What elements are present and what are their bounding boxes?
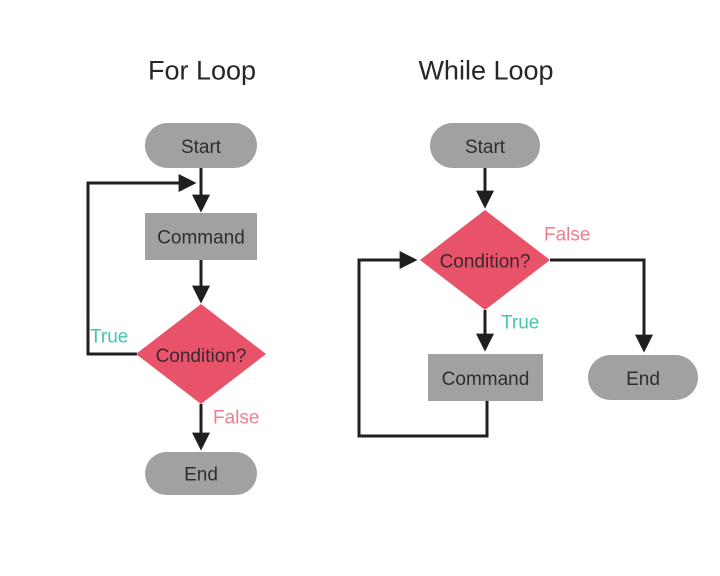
loop-back-path — [357, 251, 489, 438]
while-condition-label: Condition? — [440, 252, 531, 273]
for-end-terminator — [145, 452, 257, 495]
while-end-label: End — [626, 369, 660, 390]
false-branch-path — [550, 258, 653, 353]
for-command-process — [145, 213, 257, 260]
for-false-label: False — [213, 408, 259, 429]
for-condition-label: Condition? — [156, 346, 247, 367]
while-start-terminator — [430, 123, 540, 168]
while-loop-title: While Loop — [418, 55, 553, 85]
while-command-process — [428, 354, 543, 401]
while-end-terminator — [588, 355, 698, 400]
while-true-label: True — [501, 313, 539, 334]
for-loop-title: For Loop — [148, 55, 256, 85]
while-condition-diamond — [420, 210, 550, 310]
for-loop-diagram: For Loop Start Command Condition? End Tr… — [86, 55, 266, 495]
while-command-label: Command — [442, 369, 530, 390]
while-start-label: Start — [465, 137, 506, 158]
for-true-label: True — [90, 327, 128, 348]
for-start-terminator — [145, 123, 257, 168]
for-command-label: Command — [157, 228, 245, 249]
while-loop-diagram: While Loop Start Condition? Command End … — [357, 55, 698, 438]
for-start-label: Start — [181, 137, 222, 158]
loop-back-true-path — [86, 174, 197, 356]
for-condition-diamond — [136, 304, 266, 404]
while-false-label: False — [544, 225, 590, 246]
for-end-label: End — [184, 465, 218, 486]
